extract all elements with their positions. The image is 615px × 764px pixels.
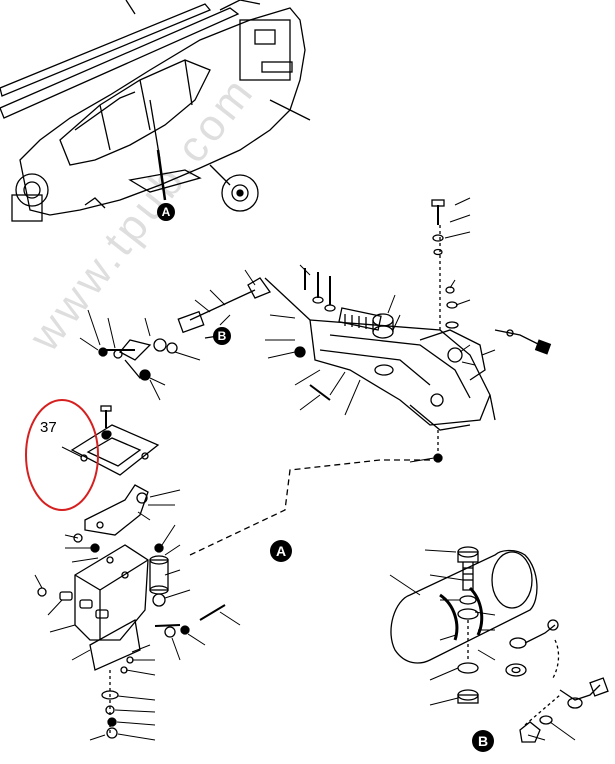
plate-37	[70, 424, 160, 476]
lower-plate	[89, 618, 141, 671]
upper-bracket	[84, 484, 149, 536]
hex-nut	[519, 721, 541, 743]
fuselage-outline	[19, 7, 306, 216]
rotor-callout-leader	[125, 0, 136, 15]
rotor-blade-left	[0, 7, 240, 119]
landing-gear-wheel	[221, 174, 259, 212]
ref-marker-a: A	[157, 203, 175, 221]
electrical-connector	[559, 684, 601, 701]
canopy	[59, 59, 211, 166]
mount-assembly-left	[37, 405, 226, 739]
stub-wing	[128, 169, 202, 193]
right-end-bracket	[419, 329, 486, 381]
dashed-connector	[189, 459, 440, 556]
callout-number: 37	[40, 419, 57, 436]
engine-nacelle	[239, 19, 291, 81]
tube-section	[390, 549, 538, 664]
highlight-circle	[25, 399, 99, 511]
detail-label-a: A	[270, 540, 292, 562]
nose-gun-housing	[11, 194, 43, 222]
linkage-bushing	[177, 310, 205, 334]
mount-block	[74, 544, 149, 641]
rotor-blade-left-2	[0, 3, 212, 97]
callout-37-leader	[61, 446, 83, 458]
isolator-cylinder	[149, 559, 169, 591]
right-connector	[494, 329, 541, 346]
clamp	[439, 593, 459, 641]
leader-lines	[34, 197, 576, 741]
support-beam	[309, 319, 491, 426]
landing-gear-strut	[209, 164, 231, 186]
washer	[101, 690, 119, 700]
nose-sensor-turret	[15, 173, 49, 207]
main-support-assembly	[98, 199, 552, 556]
helicopter-illustration	[0, 0, 311, 222]
bushing-top	[372, 313, 394, 327]
detail-label-b: B	[472, 730, 494, 752]
linkage-clevis	[247, 277, 272, 299]
ref-marker-b: B	[213, 327, 231, 345]
detail-b-assembly	[390, 546, 609, 743]
